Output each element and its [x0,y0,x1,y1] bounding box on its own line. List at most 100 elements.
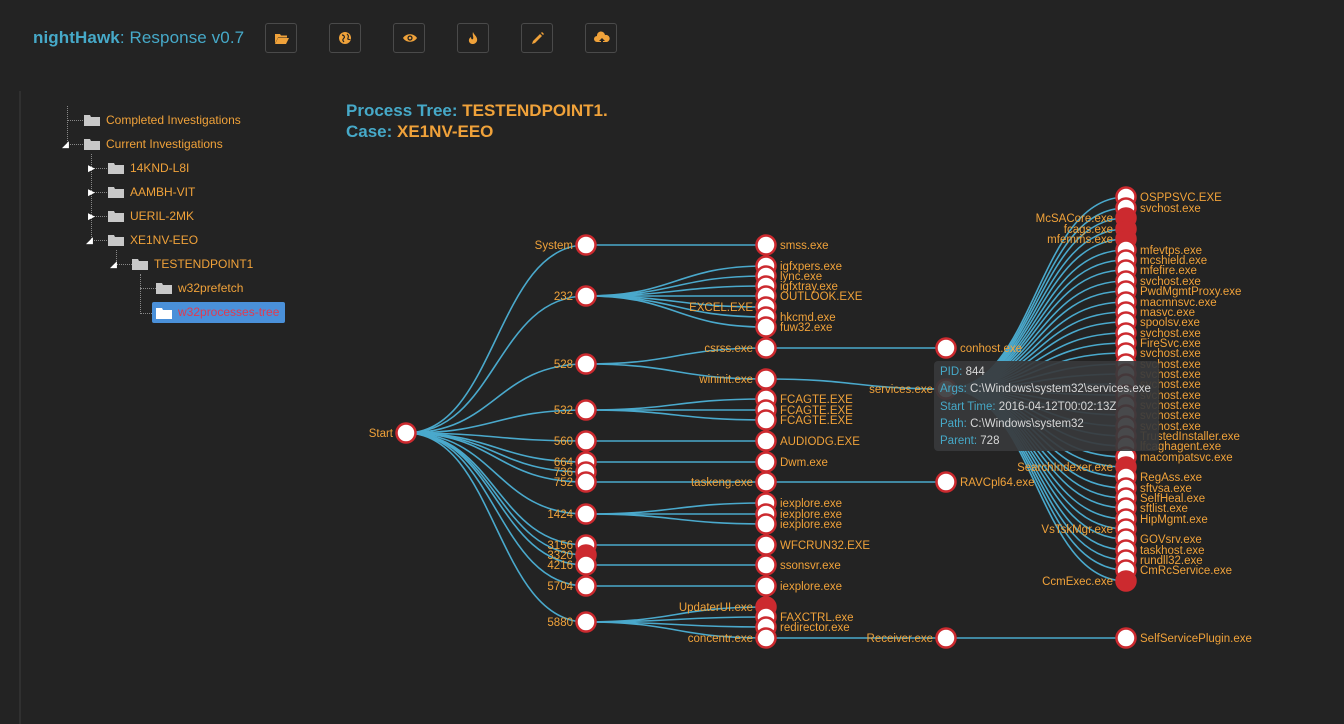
process-node-p752[interactable]: 752 [554,471,597,493]
process-node-circle[interactable] [575,399,597,421]
process-node-label: igfxpers.exe [780,261,842,273]
process-node-p232[interactable]: 232 [554,285,597,307]
open-folder-button[interactable] [265,23,297,53]
process-node-label: conhost.exe [960,343,1022,355]
fire-button[interactable] [457,23,489,53]
process-node-circle[interactable] [755,316,777,338]
process-node-csrss[interactable]: csrss.exe [704,337,777,359]
process-node-circle[interactable] [575,471,597,493]
process-node-circle[interactable] [755,368,777,390]
process-node-label: GOVsrv.exe [1140,534,1202,546]
tree-item-endpoint[interactable]: TESTENDPOINT1 [132,255,272,273]
process-node-circle[interactable] [575,430,597,452]
process-node-smss[interactable]: smss.exe [755,234,829,256]
process-node-circle[interactable] [755,627,777,649]
globe-button[interactable] [329,23,361,53]
process-node-label: svchost.exe [1140,276,1201,288]
process-node-wininit[interactable]: wininit.exe [698,368,777,390]
process-node-label: Start [369,428,394,440]
process-node-system[interactable]: System [535,234,597,256]
process-node-circle[interactable] [575,234,597,256]
process-node-circle[interactable] [755,337,777,359]
tree-item-case-aambh-vit[interactable]: AAMBH-VIT [108,183,228,201]
process-node-circle[interactable] [755,471,777,493]
process-node-dwm[interactable]: Dwm.exe [755,451,828,473]
tree-link [585,409,767,421]
process-node-services-child[interactable]: CcmExec.exe [1042,570,1137,592]
process-node-concentr[interactable]: concentr.exe [688,627,777,649]
process-node-p532[interactable]: 532 [554,399,597,421]
tree-item-case-ueril-2mk[interactable]: UERIL-2MK [108,207,228,225]
process-node-label: RegAss.exe [1140,472,1202,484]
folder-icon [84,115,100,126]
process-node-circle[interactable] [755,409,777,431]
process-node-selfserviceplugin[interactable]: SelfServicePlugin.exe [1115,627,1252,649]
tree-item-current-investigations[interactable]: Current Investigations [84,135,264,153]
process-node-circle[interactable] [755,451,777,473]
upload-button[interactable] [585,23,617,53]
process-node-circle[interactable] [395,422,417,444]
process-node-fuw32[interactable]: fuw32.exe [755,316,833,338]
process-node-receiver[interactable]: Receiver.exe [867,627,957,649]
process-node-circle[interactable] [1115,570,1137,592]
process-node-circle[interactable] [935,627,957,649]
tree-item-case-xe1nv-eeo[interactable]: XE1NV-EEO [108,231,228,249]
tree-link [585,363,767,380]
expand-toggle[interactable]: ▶ [88,163,95,173]
collapse-toggle[interactable]: ◢ [86,235,93,245]
eye-icon [403,34,417,42]
process-node-outlook[interactable]: OUTLOOK.EXE [755,285,863,307]
process-node-circle[interactable] [575,611,597,633]
tree-link [405,363,587,434]
process-node-label: 528 [554,359,573,371]
process-node-label: SelfHeal.exe [1140,493,1205,505]
process-node-ssonsvr[interactable]: ssonsvr.exe [755,554,841,576]
process-node-p4216[interactable]: 4216 [547,554,597,576]
process-node-p528[interactable]: 528 [554,353,597,375]
tree-item-w32prefetch[interactable]: w32prefetch [156,279,276,297]
process-node-circle[interactable] [755,534,777,556]
process-node-circle[interactable] [755,430,777,452]
process-node-p1424[interactable]: 1424 [547,503,597,525]
tree-item-w32processes-tree[interactable]: w32processes-tree [152,302,285,323]
tree-link [585,398,767,411]
process-node-circle[interactable] [755,513,777,535]
edit-button[interactable] [521,23,553,53]
tree-item-completed-investigations[interactable]: Completed Investigations [84,111,264,129]
collapse-toggle[interactable]: ◢ [62,139,69,149]
process-node-fcagte3[interactable]: FCAGTE.EXE [755,409,854,431]
process-node-p5704[interactable]: 5704 [547,575,597,597]
process-node-iexplore4[interactable]: iexplore.exe [755,575,843,597]
process-node-circle[interactable] [575,503,597,525]
process-node-audiodg[interactable]: AUDIODG.EXE [755,430,861,452]
expand-toggle[interactable]: ▶ [88,187,95,197]
process-node-circle[interactable] [935,471,957,493]
process-node-circle[interactable] [755,554,777,576]
process-node-label: 736 [554,467,573,479]
tree-line [91,192,107,193]
expand-toggle[interactable]: ▶ [88,211,95,221]
collapse-toggle[interactable]: ◢ [110,259,117,269]
tree-item-case-14knd-l8i[interactable]: 14KND-L8I [108,159,228,177]
process-node-circle[interactable] [575,575,597,597]
process-node-circle[interactable] [575,285,597,307]
process-node-ravcpl[interactable]: RAVCpl64.exe [935,471,1035,493]
process-node-taskeng[interactable]: taskeng.exe [691,471,777,493]
process-node-conhost[interactable]: conhost.exe [935,337,1023,359]
process-node-label: taskhost.exe [1140,545,1205,557]
view-button[interactable] [393,23,425,53]
process-node-label: spoolsv.exe [1140,317,1200,329]
process-node-circle[interactable] [755,575,777,597]
process-node-circle[interactable] [575,353,597,375]
process-node-p5880[interactable]: 5880 [547,611,597,633]
process-node-label: svchost.exe [1140,328,1201,340]
process-node-circle[interactable] [755,234,777,256]
app-title: nightHawk: Response v0.7 [33,28,245,47]
process-node-p560[interactable]: 560 [554,430,597,452]
process-node-circle[interactable] [575,554,597,576]
process-node-iexplore3[interactable]: iexplore.exe [755,513,843,535]
process-node-wfcrun[interactable]: WFCRUN32.EXE [755,534,871,556]
process-node-start[interactable]: Start [369,422,417,444]
process-node-circle[interactable] [935,337,957,359]
process-node-circle[interactable] [1115,627,1137,649]
